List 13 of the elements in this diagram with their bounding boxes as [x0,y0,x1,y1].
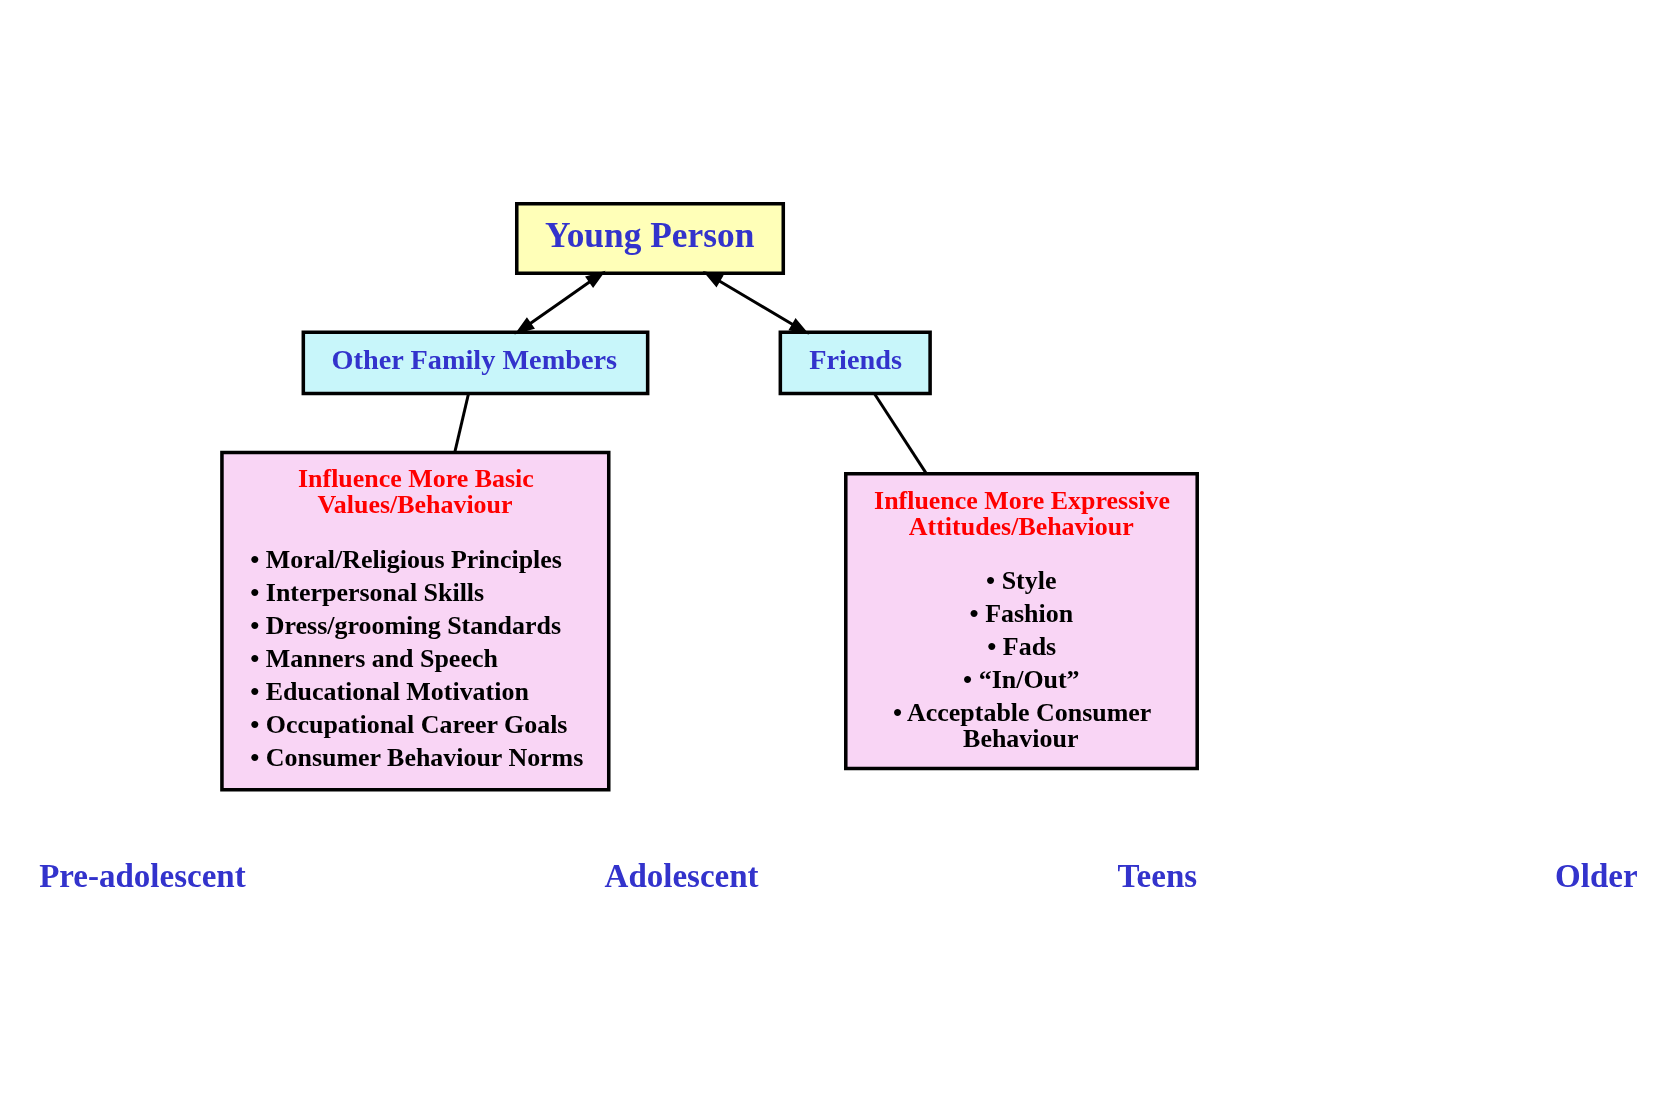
connector [873,392,928,474]
label: Teens [1117,857,1198,894]
node-box: Other Family Members [301,330,650,395]
node-box: Friends [778,330,932,395]
node-box: Influence More Basic Values/Behaviour • Moral/Religious Principles • Interpersonal Skills • Dress/grooming Standards • Manners and Speech • Educational Motivation • Occupational Career Goals • Consumer Behaviour Norms [220,450,611,792]
label: Older [1555,857,1638,894]
connector [453,393,470,452]
label: Pre-adolescent [39,857,246,894]
arrow [514,270,606,334]
label: Adolescent [604,857,759,894]
node-box: Influence More Expressive Attitudes/Behaviour • Style • Fashion • Fads • “In/Out” • Acceptable Consumer Behaviour [844,471,1199,770]
node-box: Young Person [515,201,786,275]
arrow [702,270,810,334]
